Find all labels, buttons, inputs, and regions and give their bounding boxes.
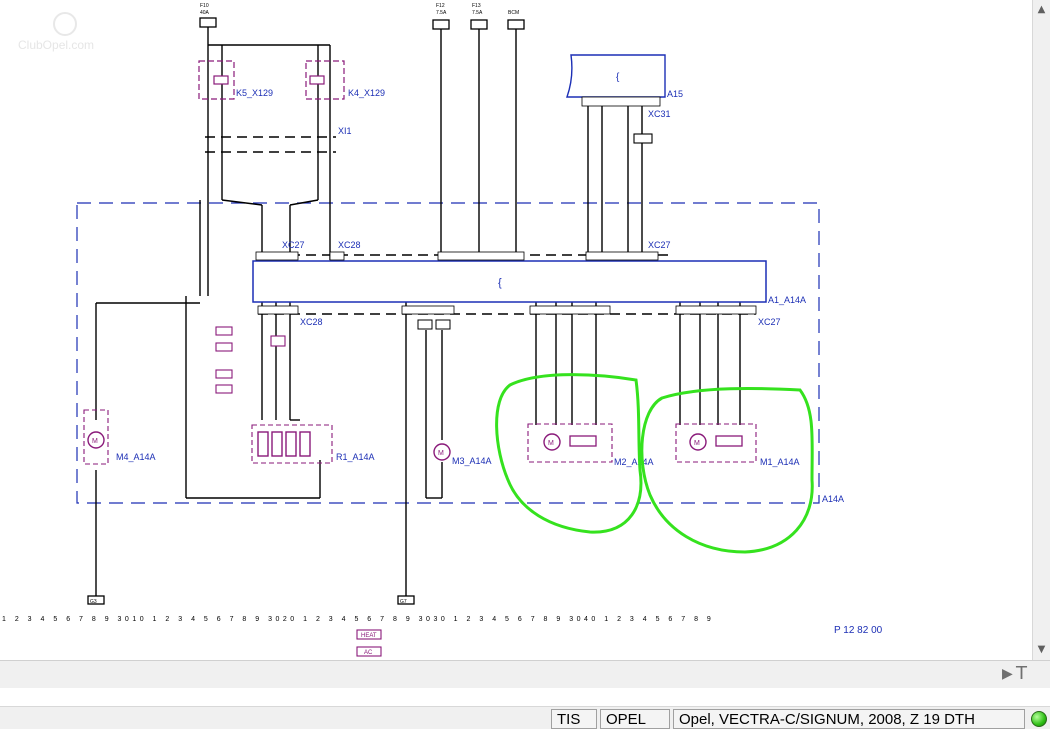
svg-text:M1_A14A: M1_A14A bbox=[760, 457, 800, 467]
svg-text:F13: F13 bbox=[472, 3, 481, 9]
footer-boxes: HEAT AC bbox=[356, 629, 382, 657]
top-terminals: F10 40A F12 7.5A F13 7.5A BCM bbox=[199, 3, 525, 30]
grid-ruler: 1 2 3 4 5 6 7 8 9 3010 1 2 3 4 5 6 7 8 9… bbox=[2, 616, 714, 623]
svg-text:M: M bbox=[92, 438, 98, 445]
svg-text:XC27: XC27 bbox=[758, 317, 781, 327]
svg-text:XC27: XC27 bbox=[648, 240, 671, 250]
ground-terminals: G3 G7 bbox=[87, 595, 415, 605]
page-reference: P 12 82 00 bbox=[834, 625, 883, 636]
svg-text:BCM: BCM bbox=[508, 10, 519, 16]
svg-text:7.5A: 7.5A bbox=[472, 10, 483, 16]
component-m3: M M3_A14A bbox=[433, 443, 492, 466]
a1-module: { A1_A14A XC27 XC28 XC27 XC28 XC27 bbox=[252, 240, 806, 330]
svg-text:G7: G7 bbox=[400, 599, 407, 605]
svg-text:K4_X129: K4_X129 bbox=[348, 88, 385, 98]
svg-text:F12: F12 bbox=[436, 3, 445, 9]
svg-text:M: M bbox=[694, 440, 700, 447]
svg-text:A1_A14A: A1_A14A bbox=[768, 295, 806, 305]
component-m4: M M4_A14A bbox=[83, 409, 156, 465]
svg-text:G3: G3 bbox=[90, 599, 97, 605]
status-brand: OPEL bbox=[600, 709, 670, 729]
svg-text:F10: F10 bbox=[200, 3, 209, 9]
horizontal-toolbar: ▶ T bbox=[0, 660, 1050, 688]
svg-text:M: M bbox=[548, 440, 554, 447]
svg-text:AC: AC bbox=[364, 650, 373, 656]
connection-status-icon bbox=[1031, 711, 1047, 727]
xi1-label: XI1 bbox=[338, 126, 352, 136]
watermark-text: ClubOpel.com bbox=[18, 38, 94, 52]
vertical-scrollbar[interactable]: ▲ ▼ bbox=[1032, 0, 1050, 660]
svg-text:XC31: XC31 bbox=[648, 109, 671, 119]
wiring-diagram-canvas[interactable]: ClubOpel.com A14A F10 40A F12 7.5A F13 7… bbox=[0, 0, 1032, 660]
relay-k4: K4_X129 bbox=[305, 60, 385, 100]
a15-module: { A15 XC31 bbox=[566, 54, 683, 144]
play-arrow-icon[interactable]: ▶ bbox=[1002, 666, 1013, 682]
svg-text:R1_A14A: R1_A14A bbox=[336, 452, 375, 462]
svg-text:{: { bbox=[616, 72, 620, 83]
component-m1: M M1_A14A bbox=[675, 423, 800, 467]
status-bar: TIS OPEL Opel, VECTRA-C/SIGNUM, 2008, Z … bbox=[0, 706, 1050, 729]
text-tool-icon[interactable]: T bbox=[1016, 663, 1027, 684]
svg-text:M3_A14A: M3_A14A bbox=[452, 456, 492, 466]
r1-fuse-boxes bbox=[215, 326, 286, 394]
highlight-marks bbox=[495, 373, 814, 554]
svg-text:M2_A14A: M2_A14A bbox=[614, 457, 654, 467]
a14a-module-outline bbox=[76, 202, 820, 504]
wires bbox=[95, 27, 741, 596]
scroll-down-icon[interactable]: ▼ bbox=[1037, 643, 1046, 655]
relay-k5: K5_X129 bbox=[198, 60, 273, 100]
svg-text:HEAT: HEAT bbox=[361, 633, 377, 639]
svg-text:7.5A: 7.5A bbox=[436, 10, 447, 16]
scroll-up-icon[interactable]: ▲ bbox=[1037, 3, 1046, 15]
svg-text:40A: 40A bbox=[200, 10, 210, 16]
status-app: TIS bbox=[551, 709, 597, 729]
svg-text:K5_X129: K5_X129 bbox=[236, 88, 273, 98]
a14a-label: A14A bbox=[822, 494, 844, 504]
svg-text:A15: A15 bbox=[667, 89, 683, 99]
status-vehicle: Opel, VECTRA-C/SIGNUM, 2008, Z 19 DTH bbox=[673, 709, 1025, 729]
svg-text:M: M bbox=[438, 450, 444, 457]
component-r1: R1_A14A bbox=[251, 424, 375, 464]
watermark-logo: ClubOpel.com bbox=[18, 12, 94, 52]
component-m2: M M2_A14A bbox=[527, 423, 654, 467]
svg-text:{: { bbox=[498, 277, 502, 289]
svg-text:M4_A14A: M4_A14A bbox=[116, 452, 156, 462]
svg-text:XC27: XC27 bbox=[282, 240, 305, 250]
svg-text:XC28: XC28 bbox=[338, 240, 361, 250]
wiring-diagram: ClubOpel.com A14A F10 40A F12 7.5A F13 7… bbox=[2, 3, 883, 657]
svg-text:XC28: XC28 bbox=[300, 317, 323, 327]
